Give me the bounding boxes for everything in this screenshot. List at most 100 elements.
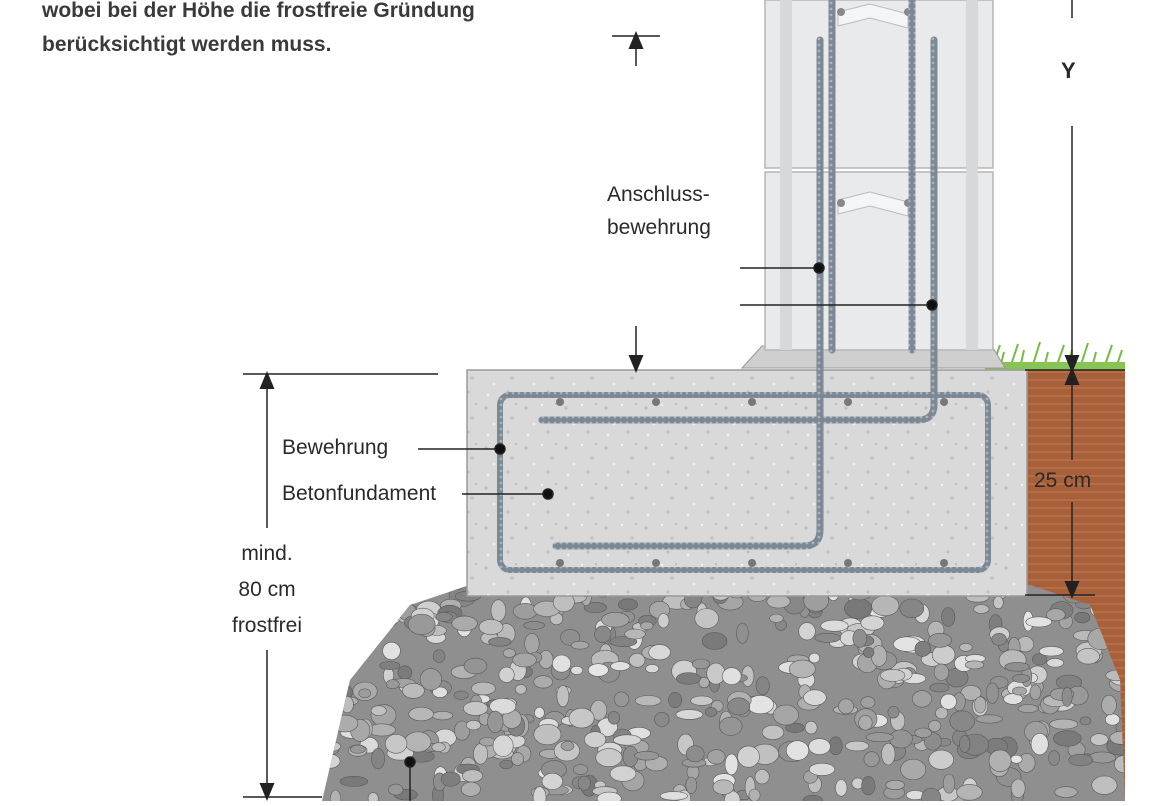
gravel-stone <box>929 682 950 693</box>
gravel-stone <box>407 613 436 635</box>
gravel-stone <box>808 762 836 776</box>
starter-bars <box>538 0 938 550</box>
gravel-stone <box>322 741 342 752</box>
gravel-stone <box>941 607 956 627</box>
gravel-stone <box>583 602 607 614</box>
gravel-stone <box>772 704 800 726</box>
gravel-stone <box>1068 753 1093 767</box>
gravel-stone <box>322 643 330 664</box>
gravel-stone <box>432 686 448 698</box>
gravel-stone <box>1046 658 1064 668</box>
gravel-stone <box>572 764 589 775</box>
gravel-stone <box>341 602 365 622</box>
gravel-stone <box>748 788 761 801</box>
gravel-stone <box>685 776 698 794</box>
gravel-stone <box>463 657 488 675</box>
gravel-stone <box>451 615 478 632</box>
gravel-stone <box>374 586 401 609</box>
gravel-stone <box>724 753 739 776</box>
gravel-stone <box>340 695 354 714</box>
gravel-stone <box>1061 687 1073 707</box>
gravel-stone <box>992 595 1004 609</box>
gravel-stone <box>935 706 949 720</box>
gravel-stone <box>384 586 403 605</box>
gravel-stone <box>370 705 387 716</box>
gravel-stone <box>338 621 365 632</box>
gravel-stone <box>613 691 630 707</box>
label-frost-line-1: mind. <box>241 542 293 565</box>
label-frost-line-2: 80 cm <box>238 578 296 601</box>
gravel-stone <box>512 603 538 620</box>
gravel-stone <box>471 681 496 696</box>
gravel-stone <box>610 661 631 671</box>
gravel-stone <box>838 698 854 715</box>
leader-lines <box>404 262 938 801</box>
gravel-stone <box>488 637 512 647</box>
gravel-stone <box>628 652 646 668</box>
gravel-stone <box>1091 775 1118 795</box>
gravel-stone <box>921 787 942 801</box>
gravel-stone <box>871 595 900 617</box>
gravel-stone <box>1048 750 1060 766</box>
gravel-stone <box>454 720 471 741</box>
gravel-stone <box>382 641 401 660</box>
gravel-stone <box>523 621 545 630</box>
gravel-stone <box>769 613 784 623</box>
gravel-stone <box>940 693 957 710</box>
gravel-stone <box>1025 616 1053 628</box>
gravel-stone <box>761 724 785 740</box>
gravel-stone <box>397 585 412 599</box>
dimension-lines <box>243 0 1125 801</box>
gravel-stone <box>568 707 595 729</box>
gravel-stone <box>1101 694 1117 716</box>
gravel-stone <box>736 622 749 644</box>
gravel-stone <box>408 706 434 722</box>
gravel-stone <box>985 682 999 704</box>
gravel-stone <box>1012 674 1030 683</box>
gravel-stone <box>634 750 660 761</box>
gravel-stone <box>499 759 514 770</box>
gravel-stone <box>1114 755 1125 773</box>
gravel-stone <box>1010 778 1026 798</box>
gravel-stone <box>435 612 453 622</box>
gravel-stone <box>560 629 581 646</box>
gravel-stone <box>354 585 380 598</box>
gravel-stone <box>590 699 608 721</box>
gravel-stone <box>502 648 516 658</box>
gravel-stone <box>408 585 434 593</box>
gravel-stone <box>870 645 888 667</box>
gravel-stone <box>737 745 760 768</box>
gravel-stone <box>1017 704 1039 713</box>
gravel-stone <box>322 753 341 769</box>
gravel-stone <box>329 789 342 801</box>
gravel-stone <box>371 748 385 770</box>
gravel-stone <box>785 722 805 733</box>
gravel-stone <box>594 625 612 643</box>
gravel-stone <box>489 697 517 715</box>
gravel-stone <box>378 605 404 618</box>
gravel-stone <box>367 792 379 801</box>
intro-line-2: berücksichtigt werden muss. <box>42 33 332 56</box>
gravel-stone <box>339 776 369 787</box>
gravel-stone <box>419 668 443 691</box>
gravel-stone <box>942 773 956 794</box>
gravel-stone <box>668 691 682 708</box>
label-betonfundament: Betonfundament <box>282 482 437 505</box>
gravel-stone <box>685 745 705 763</box>
gravel-stone <box>607 711 621 725</box>
gravel-stone <box>473 743 488 765</box>
gravel-stone <box>640 621 654 631</box>
gravel-stone <box>808 738 831 755</box>
gravel-stone <box>1030 732 1049 756</box>
wall-blocks <box>764 0 994 351</box>
gravel-stone <box>959 642 973 652</box>
gravel-stone <box>371 625 385 641</box>
gravel-stone <box>675 709 704 720</box>
gravel-stone <box>928 749 954 770</box>
gravel-stone <box>828 736 843 756</box>
gravel-stone <box>514 684 527 695</box>
gravel-stone <box>532 786 547 801</box>
gravel-stone <box>814 632 841 643</box>
gravel-stone <box>624 628 646 640</box>
